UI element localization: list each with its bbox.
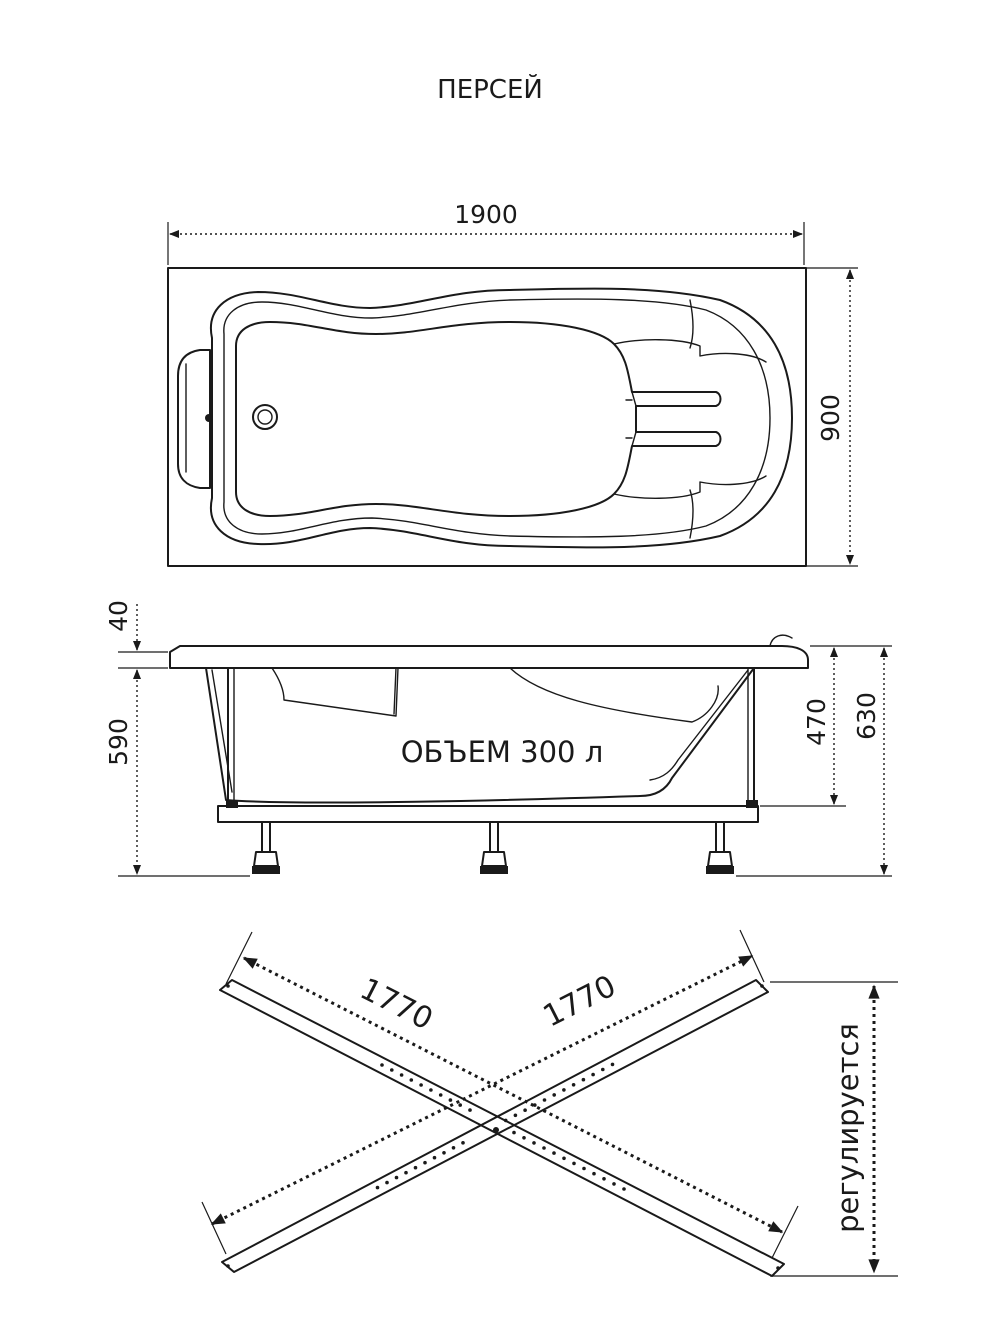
frame-hole: [532, 1141, 536, 1145]
frame-hole: [581, 1077, 586, 1082]
frame-hole: [562, 1156, 566, 1161]
frame-hole: [522, 1136, 526, 1140]
top-view: 1900 900: [167, 200, 858, 567]
frame-hole: [404, 1170, 408, 1175]
frame-hole: [385, 1180, 389, 1185]
diag-dimension-label-left: 1770: [354, 972, 438, 1038]
frame-hole: [602, 1177, 606, 1181]
frame-hole: [591, 1072, 595, 1077]
width-dimension-label: 900: [816, 394, 845, 442]
frame-hole: [571, 1083, 576, 1087]
frame-hole: [438, 1093, 443, 1097]
frame-hole: [394, 1175, 399, 1180]
frame-hole: [448, 1098, 453, 1102]
adjustable-foot-center: [480, 821, 508, 874]
bath-rim-outline: [167, 267, 807, 567]
adjustable-foot-right: [706, 821, 734, 874]
side-rim: [169, 645, 809, 669]
frame-hole: [399, 1073, 404, 1077]
side-view: 40 590 470 630 ОБЪЕМ 300 л: [104, 600, 892, 877]
drawing-title: ПЕРСЕЙ: [437, 73, 543, 105]
frame-hole: [592, 1171, 596, 1176]
basin-inner-contour: [235, 321, 722, 517]
drain-icon: [252, 404, 278, 430]
depth-dimension-label: 470: [802, 698, 831, 746]
frame-bar-ascending: [221, 979, 769, 1273]
volume-label: ОБЪЕМ 300 л: [401, 735, 604, 769]
frame-hole: [429, 1088, 433, 1092]
frame-hole: [423, 1160, 427, 1165]
frame-hole: [523, 1108, 527, 1112]
frame-hole: [419, 1083, 423, 1087]
frame-hole: [513, 1113, 518, 1118]
diag-dimension-line-left: [242, 956, 784, 1234]
diag-dimension-label-right: 1770: [538, 969, 622, 1035]
frame-hole: [512, 1130, 516, 1135]
frame-hole: [390, 1068, 394, 1072]
frame-hole: [432, 1155, 437, 1160]
diag-dimension-line-right: [210, 954, 754, 1226]
frame-hole: [760, 984, 764, 988]
frame-hole: [582, 1166, 586, 1171]
adjustable-foot-left: [252, 821, 280, 874]
frame-hole: [542, 1098, 547, 1102]
frame-hole: [461, 1141, 465, 1145]
height-dimension-label: 630: [852, 692, 881, 740]
frame-hole: [458, 1103, 463, 1107]
frame-hole: [601, 1067, 605, 1072]
frame-hole: [375, 1185, 380, 1190]
bowl-outer-contour: [209, 287, 793, 549]
side-tub-body: [205, 667, 755, 804]
frame-hole: [610, 1062, 615, 1067]
frame-hole: [542, 1146, 546, 1150]
frame-hole: [226, 984, 230, 988]
frame-hole: [413, 1165, 418, 1170]
frame-hole: [622, 1187, 626, 1191]
frame-hole: [409, 1078, 414, 1082]
frame-view: 1770 1770 регулируется: [201, 929, 898, 1277]
adjust-dimension-label: регулируется: [831, 1023, 865, 1233]
frame-hole: [468, 1108, 472, 1112]
frame-hole: [776, 1266, 780, 1270]
frame-hole: [451, 1146, 456, 1150]
frame-bar-descending: [219, 979, 785, 1277]
frame-hole: [552, 1151, 556, 1155]
left-headrest: [177, 349, 211, 489]
frame-hole: [612, 1182, 616, 1186]
frame-hole: [380, 1063, 384, 1067]
frame-hole: [572, 1161, 576, 1166]
rim-dimension-label: 40: [104, 600, 133, 632]
foot-dimension-label: 590: [104, 718, 133, 766]
frame-hole: [442, 1151, 446, 1155]
frame-hole: [226, 1264, 230, 1268]
frame-hole: [562, 1088, 566, 1092]
side-frame-rail: [217, 805, 759, 823]
frame-hole: [503, 1118, 508, 1123]
length-dimension-label: 1900: [454, 200, 518, 229]
frame-hole: [552, 1093, 556, 1097]
